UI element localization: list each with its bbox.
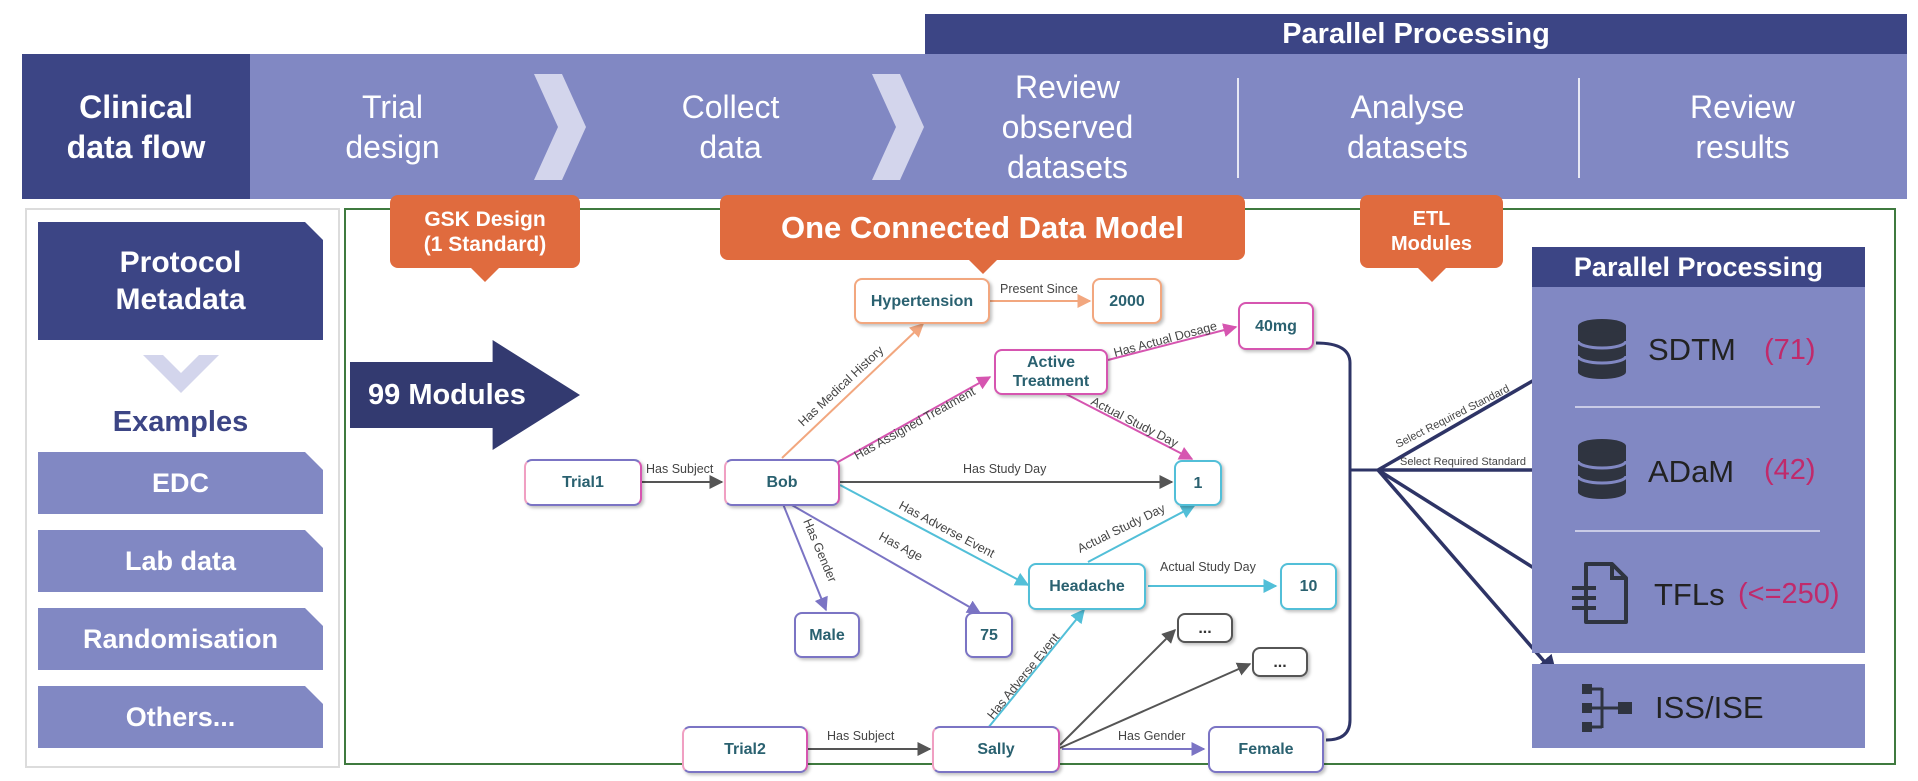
node-study-day-1: 1	[1174, 460, 1222, 506]
output-adam-count: (42)	[1764, 453, 1816, 486]
node-dots-1: ...	[1177, 613, 1233, 643]
edge-label-has-gender: Has Gender	[800, 517, 839, 585]
gsk-design-callout: GSK Design (1 Standard)	[390, 195, 580, 282]
chevron-1-icon	[534, 74, 586, 180]
edge-label-has-medical-history: Has Medical History	[795, 343, 886, 430]
node-dots-2: ...	[1252, 647, 1308, 677]
output-divider	[1575, 530, 1820, 532]
edge-label-present-since: Present Since	[1000, 282, 1078, 296]
label-select-standard-2: Select Required Standard	[1400, 456, 1526, 468]
node-bob: Bob	[724, 459, 840, 506]
output-adam-label: ADaM	[1648, 454, 1735, 489]
etl-modules-callout: ETL Modules	[1360, 195, 1503, 282]
output-tfls-label: TFLs	[1654, 577, 1725, 612]
edge-has-age	[789, 503, 982, 614]
modules-label: 99 Modules	[368, 378, 526, 411]
arrow-to-tfls	[1377, 468, 1558, 584]
stage-review-results: Review results	[1690, 88, 1795, 165]
edge-actual-study-day-2	[1087, 505, 1196, 563]
model-bracket	[1315, 341, 1352, 742]
node-male: Male	[794, 612, 860, 658]
example-edc: EDC	[38, 452, 323, 514]
stage-separator	[1237, 78, 1239, 178]
stage-separator	[1578, 78, 1580, 178]
node-age-75: 75	[965, 612, 1013, 658]
output-tfls-count: (<=250)	[1738, 577, 1840, 610]
node-trial1: Trial1	[524, 459, 642, 506]
parallel-processing-title: Parallel Processing	[1532, 247, 1865, 287]
edge-actual-study-day-1	[1061, 391, 1194, 460]
database-icon	[1576, 319, 1628, 379]
edge-sally-dots-1	[1059, 629, 1176, 746]
output-iss-label: ISS/ISE	[1655, 690, 1764, 725]
node-female: Female	[1208, 726, 1324, 773]
clinical-data-flow-label: Clinical data flow	[22, 54, 250, 199]
node-study-day-10: 10	[1280, 563, 1337, 610]
parallel-processing-banner: Parallel Processing	[925, 14, 1907, 54]
clinical-flow-bar	[22, 54, 1907, 199]
database-icon	[1576, 439, 1628, 499]
examples-title: Examples	[112, 405, 249, 438]
output-divider	[1575, 406, 1820, 408]
label-select-standard-1: Select Required Standard	[1394, 383, 1512, 451]
edge-label-actual-study-day-2: Actual Study Day	[1075, 501, 1168, 556]
node-sally: Sally	[932, 726, 1060, 773]
edge-has-medical-history	[781, 323, 925, 459]
document-list-icon	[1572, 562, 1628, 624]
stage-trial-design: Trial design	[345, 88, 440, 165]
edge-has-assigned-treatment	[837, 376, 992, 463]
node-year-2000: 2000	[1092, 278, 1162, 324]
edge-label-has-study-day: Has Study Day	[963, 462, 1047, 476]
arrow-to-iss	[1376, 468, 1558, 677]
edge-label-has-subject-2: Has Subject	[827, 729, 895, 743]
hierarchy-icon	[1582, 684, 1632, 732]
connected-data-model-callout: One Connected Data Model	[720, 195, 1245, 274]
edge-label-actual-study-day-3: Actual Study Day	[1160, 560, 1257, 574]
node-dose-40mg: 40mg	[1238, 302, 1314, 350]
example-others: Others...	[38, 686, 323, 748]
stage-review-observed-datasets: Review observed datasets	[1001, 68, 1134, 185]
output-sdtm-label: SDTM	[1648, 332, 1736, 367]
chevron-down-icon	[143, 355, 219, 393]
arrow-to-sdtm	[1377, 362, 1564, 472]
edge-has-adverse-event-1	[839, 484, 1030, 586]
edge-has-adverse-event-2	[987, 608, 1085, 729]
edge-label-has-actual-dosage: Has Actual Dosage	[1112, 319, 1218, 360]
stage-analyse-datasets: Analyse datasets	[1347, 88, 1468, 165]
edge-label-has-subject-1: Has Subject	[646, 462, 714, 476]
node-active-treatment: Active Treatment	[994, 349, 1108, 395]
node-trial2: Trial2	[682, 726, 808, 773]
edge-label-actual-study-day-1: Actual Study Day	[1089, 394, 1181, 450]
edge-has-gender	[782, 503, 828, 612]
output-sdtm-count: (71)	[1764, 333, 1816, 366]
example-randomisation: Randomisation	[38, 608, 323, 670]
example-lab-data: Lab data	[38, 530, 323, 592]
stage-collect-data: Collect data	[681, 88, 780, 165]
edge-label-has-assigned-treatment: Has Assigned Treatment	[852, 384, 978, 463]
node-hypertension: Hypertension	[854, 278, 990, 324]
edge-label-has-gender-2: Has Gender	[1118, 729, 1185, 743]
node-headache: Headache	[1028, 563, 1146, 610]
protocol-metadata-tag: Protocol Metadata	[38, 222, 323, 340]
chevron-2-icon	[872, 74, 924, 180]
edge-has-actual-dosage	[1107, 323, 1238, 361]
edge-sally-dots-2	[1059, 662, 1252, 749]
